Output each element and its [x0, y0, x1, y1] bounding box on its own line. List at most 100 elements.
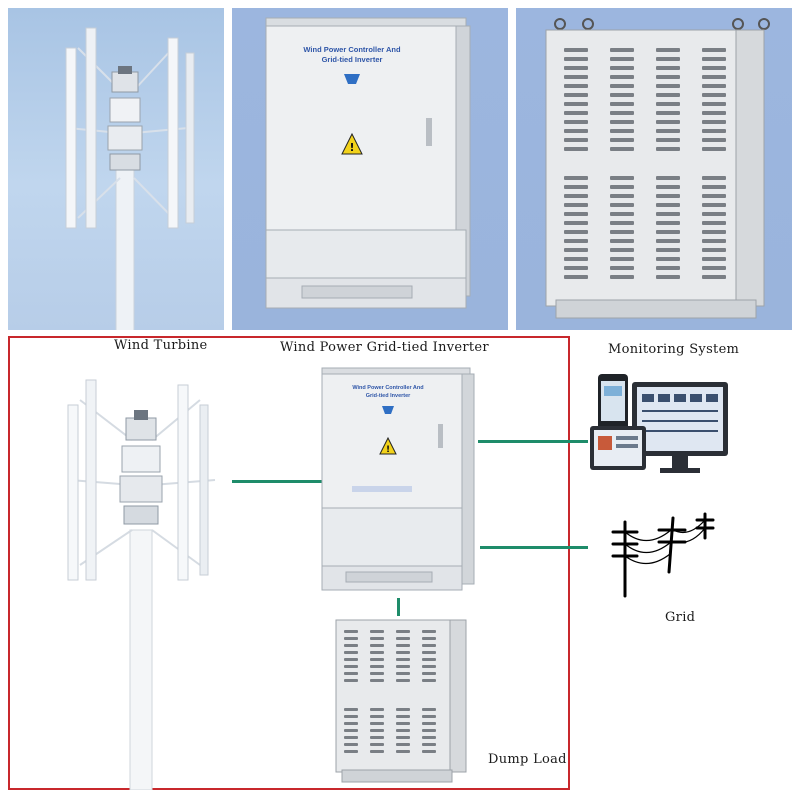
wire-turbine-to-inverter	[232, 480, 322, 483]
vent-slot	[564, 176, 588, 180]
vent-slot	[702, 275, 726, 279]
vent-slot	[564, 84, 588, 88]
vent-slot	[702, 194, 726, 198]
vent-slot	[344, 665, 358, 668]
vent-slot	[422, 736, 436, 739]
vent-slot	[344, 651, 358, 654]
vent-slot	[370, 708, 384, 711]
vent-slot	[656, 275, 680, 279]
vent-slot	[422, 672, 436, 675]
vent-slot	[702, 212, 726, 216]
vent-slot	[370, 750, 384, 753]
vent-slot	[702, 176, 726, 180]
vent-slot	[610, 212, 634, 216]
dump-load-illustration	[335, 619, 467, 783]
dump-load-photo	[516, 8, 792, 330]
vent-slot	[702, 266, 726, 270]
vent-slot	[564, 212, 588, 216]
vent-slot	[702, 57, 726, 61]
wire-inverter-to-dump-load	[397, 598, 400, 616]
vent-slot	[610, 248, 634, 252]
system-highlight-frame	[8, 336, 570, 790]
vent-slot	[610, 147, 634, 151]
vent-slot	[656, 176, 680, 180]
vent-slot	[422, 743, 436, 746]
turbine-photo-illustration	[65, 27, 195, 330]
vent-slot	[656, 230, 680, 234]
vent-slot	[564, 93, 588, 97]
vent-slot	[370, 672, 384, 675]
vent-slot	[344, 743, 358, 746]
grid-label: Grid	[665, 610, 696, 625]
vent-slot	[344, 672, 358, 675]
vent-slot	[702, 66, 726, 70]
vent-slot	[344, 736, 358, 739]
vent-slot	[702, 147, 726, 151]
vent-slot	[610, 185, 634, 189]
vent-slot	[344, 630, 358, 633]
vent-slot	[344, 750, 358, 753]
vent-slot	[396, 658, 410, 661]
vent-slot	[564, 275, 588, 279]
vent-slot	[396, 672, 410, 675]
monitoring-label: Monitoring System	[608, 342, 740, 357]
controller-photo-title-line1: Wind Power Controller And	[303, 45, 401, 54]
vent-slot	[656, 147, 680, 151]
vent-slot	[702, 75, 726, 79]
vent-slot	[656, 212, 680, 216]
vent-slot	[422, 729, 436, 732]
vent-slot	[344, 722, 358, 725]
vent-slot	[656, 194, 680, 198]
vent-slot	[702, 239, 726, 243]
vent-slot	[564, 239, 588, 243]
vent-slot	[564, 129, 588, 133]
dump-load-label: Dump Load	[488, 752, 567, 767]
turbine-illustration	[67, 379, 216, 790]
vent-slot	[396, 665, 410, 668]
vent-slot	[610, 221, 634, 225]
controller-photo-title-line2: Grid-tied Inverter	[322, 55, 383, 64]
vent-slot	[396, 679, 410, 682]
turbine-photo	[8, 8, 224, 330]
vent-slot	[656, 248, 680, 252]
vent-slot	[396, 644, 410, 647]
vent-slot	[610, 129, 634, 133]
grid-symbol-illustration	[611, 512, 715, 598]
inverter-cabinet-title-line2: Grid-tied Inverter	[366, 393, 411, 399]
vent-slot	[396, 743, 410, 746]
vent-slot	[396, 637, 410, 640]
vent-slot	[396, 630, 410, 633]
vent-slot	[564, 120, 588, 124]
vent-slot	[702, 84, 726, 88]
vent-slot	[370, 630, 384, 633]
vent-slot	[656, 221, 680, 225]
inverter-label: Wind Power Grid-tied Inverter	[280, 340, 489, 355]
vent-slot	[344, 715, 358, 718]
vent-slot	[656, 138, 680, 142]
vent-slot	[370, 651, 384, 654]
vent-slot	[344, 637, 358, 640]
vent-slot	[422, 644, 436, 647]
vent-slot	[344, 644, 358, 647]
vent-slot	[610, 138, 634, 142]
vent-slot	[702, 248, 726, 252]
vent-slot	[702, 120, 726, 124]
vent-slot	[564, 102, 588, 106]
vent-slot	[610, 75, 634, 79]
vent-slot	[702, 48, 726, 52]
vent-slot	[422, 658, 436, 661]
vent-slot	[564, 266, 588, 270]
vent-slot	[656, 185, 680, 189]
vent-slot	[702, 138, 726, 142]
vent-slot	[564, 257, 588, 261]
vent-slot	[564, 111, 588, 115]
vent-slot	[702, 93, 726, 97]
vent-slot	[702, 230, 726, 234]
vent-slot	[656, 93, 680, 97]
vent-slot	[610, 84, 634, 88]
vent-slot	[396, 715, 410, 718]
vent-slot	[422, 637, 436, 640]
vent-slot	[656, 266, 680, 270]
vent-slot	[656, 66, 680, 70]
vent-slot	[702, 221, 726, 225]
